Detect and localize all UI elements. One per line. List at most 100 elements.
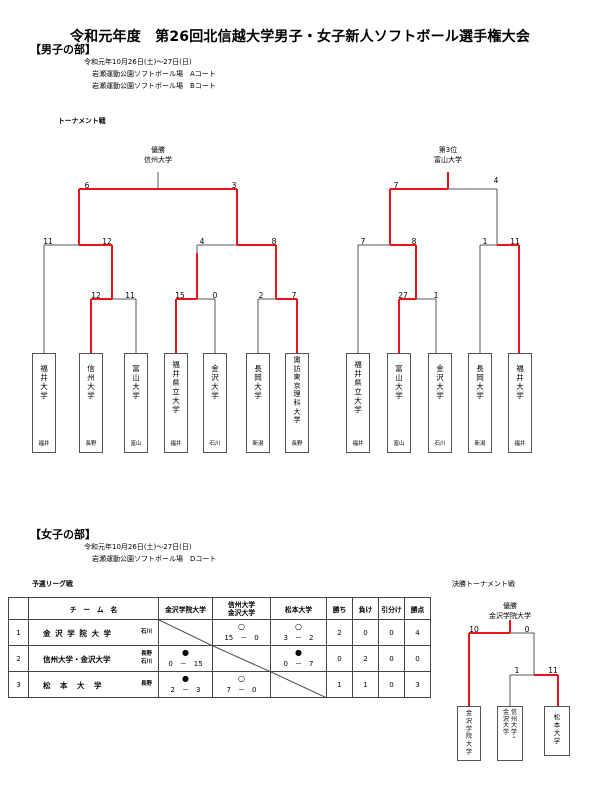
result-mark: ● — [182, 648, 189, 657]
points-count: 0 — [404, 645, 431, 672]
team-box: 信州大学 長野 — [79, 353, 103, 453]
team-name: 富山大学 — [395, 364, 403, 400]
men-date: 令和元年10月26日(土)～27日(日) — [84, 58, 192, 66]
score-label: 27 — [398, 291, 408, 300]
team-name: 福井大学 — [40, 364, 48, 400]
win-count: 0 — [326, 645, 353, 672]
diagonal-line — [213, 646, 271, 672]
men-venue-a: 岩瀬運動公園ソフトボール場 Aコート — [92, 70, 216, 78]
team-box: 福井県立大学 福井 — [164, 353, 188, 453]
team-name: 福井県立大学 — [172, 360, 180, 414]
score-label: 11 — [510, 237, 520, 246]
score-label: 1 — [514, 666, 520, 675]
women-venue: 岩瀬運動公園ソフトボール場 Dコート — [92, 555, 217, 563]
team-prefecture: 長野 — [85, 441, 97, 447]
score-label: 7 — [360, 237, 366, 246]
team-prefecture: 長野 — [140, 651, 152, 657]
diagonal-cell — [270, 671, 327, 698]
men-section-heading: 【男子の部】 — [30, 43, 96, 56]
team-box: 長岡大学 新潟 — [246, 353, 270, 453]
score-label: 8 — [411, 237, 417, 246]
team-name: 金 沢 学 院 大 学 — [43, 629, 113, 638]
match-score: 7 － 0 — [226, 686, 257, 694]
team-box: 富山大学 富山 — [124, 353, 148, 453]
men-champion-label: 優勝 — [151, 146, 165, 154]
men-third-label: 第3位 — [438, 146, 458, 154]
final-tournament-label: 決勝トーナメント戦 — [452, 580, 515, 588]
score-label: 0 — [212, 291, 218, 300]
team-box: 金沢大学 信州大学・ — [497, 706, 523, 761]
match-cell: ● 0 － 7 — [270, 645, 327, 672]
team-name: 福井大学 — [516, 364, 524, 400]
diagonal-line — [271, 672, 327, 698]
page-title: 令和元年度 第26回北信越大学男子・女子新人ソフトボール選手権大会 — [69, 29, 531, 45]
score-label: 15 — [175, 291, 185, 300]
score-label: 7 — [291, 291, 297, 300]
team-prefecture: 石川 — [140, 659, 152, 665]
score-label: 1 — [433, 291, 439, 300]
score-label: 3 — [231, 181, 237, 190]
score-label: 12 — [91, 291, 101, 300]
team-name: 福井県立大学 — [354, 360, 362, 414]
match-cell: ○ 3 － 2 — [270, 619, 327, 646]
team-prefecture: 富山 — [130, 441, 142, 447]
men-tournament-label: トーナメント戦 — [58, 117, 106, 125]
team-box: 金沢大学 石川 — [203, 353, 227, 453]
score-label: 12 — [102, 237, 112, 246]
diagonal-line — [159, 620, 213, 646]
team-name: 金沢学院大学 — [465, 710, 473, 756]
team-prefecture: 石川 — [209, 441, 221, 447]
match-cell: ○7 － 0 — [212, 671, 271, 698]
team-box: 長岡大学 新潟 — [468, 353, 492, 453]
result-mark: ● — [182, 674, 189, 683]
team-prefecture: 福井 — [38, 441, 50, 447]
team-cell: 金 沢 学 院 大 学 石川 — [28, 619, 159, 646]
match-score: 3 － 2 — [283, 634, 314, 642]
match-cell: ● 2 － 3 — [158, 671, 213, 698]
team-prefecture: 福井 — [352, 441, 364, 447]
score-label: 7 — [393, 181, 399, 190]
team-box: 金沢大学 石川 — [428, 353, 452, 453]
team-name: 金沢大学 信州大学・ — [502, 709, 518, 743]
team-name: 松本大学 — [553, 713, 561, 745]
score-label: 11 — [43, 237, 53, 246]
team-name: 金沢大学 — [211, 364, 219, 400]
match-score: 0 － 7 — [283, 660, 314, 668]
loss-count: 2 — [352, 645, 379, 672]
match-score: 15 － 0 — [224, 634, 259, 642]
team-box: 富山大学 富山 — [387, 353, 411, 453]
team-box: 諏訪東京理科大学 長野 — [285, 353, 309, 453]
table-row: 3 松 本 大 学 長野 ●2 － 3 ○7 － 0 1 1 0 3 — [8, 671, 431, 698]
match-score: 2 － 3 — [170, 686, 201, 694]
team-name: 金沢大学 — [436, 364, 444, 400]
team-prefecture: 新潟 — [474, 441, 486, 447]
team-name: 信州大学 — [87, 364, 95, 400]
men-venue-b: 岩瀬運動公園ソフトボール場 Bコート — [92, 82, 216, 90]
team-name: 松 本 大 学 — [43, 681, 103, 690]
result-mark: ○ — [295, 622, 302, 631]
score-label: 1 — [482, 237, 488, 246]
team-box: 金沢学院大学 — [457, 706, 481, 761]
men-third-team: 富山大学 — [434, 156, 462, 164]
score-label: 2 — [258, 291, 264, 300]
score-label: 0 — [524, 625, 530, 634]
team-name: 富山大学 — [132, 364, 140, 400]
result-mark: ● — [295, 648, 302, 657]
league-label: 予選リーグ戦 — [32, 580, 73, 588]
women-date: 令和元年10月26日(土)～27日(日) — [84, 543, 192, 551]
team-prefecture: 石川 — [140, 629, 152, 635]
score-label: 8 — [271, 237, 277, 246]
team-name: 長岡大学 — [476, 364, 484, 400]
result-mark: ○ — [238, 622, 245, 631]
team-box: 福井大学 福井 — [32, 353, 56, 453]
team-box: 松本大学 — [544, 706, 570, 756]
team-cell: 松 本 大 学 長野 — [28, 671, 159, 698]
team-name: 長岡大学 — [254, 364, 262, 400]
league-table: チ ー ム 名 金沢学院大学 信州大学金沢大学 松本大学 勝ち 負け 引分け 勝… — [8, 597, 431, 698]
women-champion-team: 金沢学院大学 — [489, 612, 531, 620]
team-box: 福井大学 福井 — [508, 353, 532, 453]
score-label: 11 — [548, 666, 558, 675]
women-section-heading: 【女子の部】 — [30, 528, 96, 541]
